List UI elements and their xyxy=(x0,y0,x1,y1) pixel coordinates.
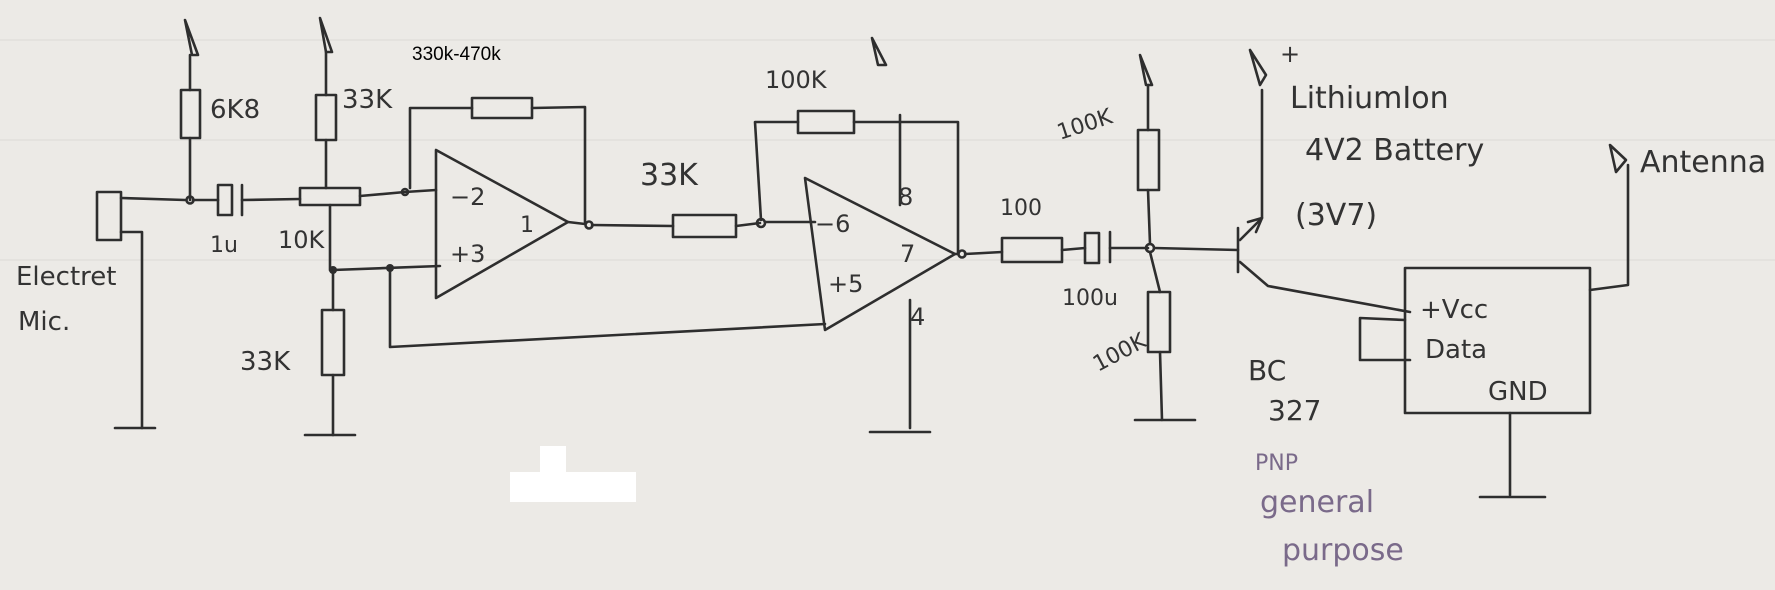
resistor-33k-pullup xyxy=(314,16,338,190)
label-100k-feedback: 100K xyxy=(765,66,828,94)
label-battery-line2: 4V2 Battery xyxy=(1305,133,1484,168)
resistor-feedback-330k xyxy=(408,96,587,224)
label-33k-pullup: 33K xyxy=(342,85,393,115)
label-33k-bias: 33K xyxy=(240,347,291,377)
label-antenna: Antenna xyxy=(1640,145,1766,180)
label-purpose: purpose xyxy=(1282,533,1404,568)
label-div-100k-bottom: 100K xyxy=(1089,328,1151,377)
label-cap-100u: 100u xyxy=(1062,286,1118,311)
label-op2-pin6: −6 xyxy=(815,210,850,238)
label-op2-pin8: 8 xyxy=(898,183,913,211)
paper-lines xyxy=(0,39,1775,261)
resistor-100 xyxy=(963,236,1087,264)
label-6k8: 6K8 xyxy=(210,95,260,125)
label-battery-line1: LithiumIon xyxy=(1290,81,1449,116)
label-op1-pin2: −2 xyxy=(450,183,485,211)
label-pnp: PNP xyxy=(1255,451,1298,476)
label-module-gnd: GND xyxy=(1488,377,1548,407)
transistor-bc327 xyxy=(1236,48,1412,314)
label-general: general xyxy=(1260,485,1374,520)
paper-smudge-top xyxy=(540,446,566,476)
label-module-data: Data xyxy=(1425,335,1487,365)
resistor-33k-coupling xyxy=(590,213,817,239)
resistor-feedback-100k xyxy=(753,109,960,256)
opamp-1 xyxy=(403,148,594,300)
label-transistor-line1: BC xyxy=(1248,354,1286,387)
label-op2-pin5: +5 xyxy=(828,270,863,298)
label-33k-coupling: 33K xyxy=(640,158,699,193)
capacitor-100u xyxy=(1083,230,1240,265)
label-transistor-line2: 327 xyxy=(1268,394,1321,427)
label-op1-pin1: 1 xyxy=(520,213,534,238)
electret-mic xyxy=(95,190,187,430)
label-1u: 1u xyxy=(210,233,238,258)
divider-100k-top xyxy=(1136,53,1161,246)
label-module-vcc: +Vcc xyxy=(1420,295,1488,325)
label-div-100k-top: 100K xyxy=(1054,104,1116,145)
label-op2-pin4: 4 xyxy=(910,303,925,331)
divider-100k-bottom xyxy=(1133,250,1197,422)
label-res-100: 100 xyxy=(1000,196,1042,221)
rf-module xyxy=(1358,143,1630,499)
potentiometer-10k xyxy=(298,186,442,274)
label-mic-line1: Electret xyxy=(16,262,116,292)
label-op2-pin7: 7 xyxy=(900,240,915,268)
label-mic-line2: Mic. xyxy=(18,307,70,337)
label-battery-line3: (3V7) xyxy=(1295,198,1377,233)
capacitor-1u xyxy=(191,183,302,217)
resistor-33k-bias xyxy=(303,268,357,437)
resistor-6k8 xyxy=(179,18,202,205)
label-op1-pin3: +3 xyxy=(450,240,485,268)
label-10k: 10K xyxy=(278,226,326,254)
label-feedback-330k: 330k-470k xyxy=(412,44,501,65)
label-plus: + xyxy=(1280,40,1300,68)
paper-smudge xyxy=(510,472,636,502)
